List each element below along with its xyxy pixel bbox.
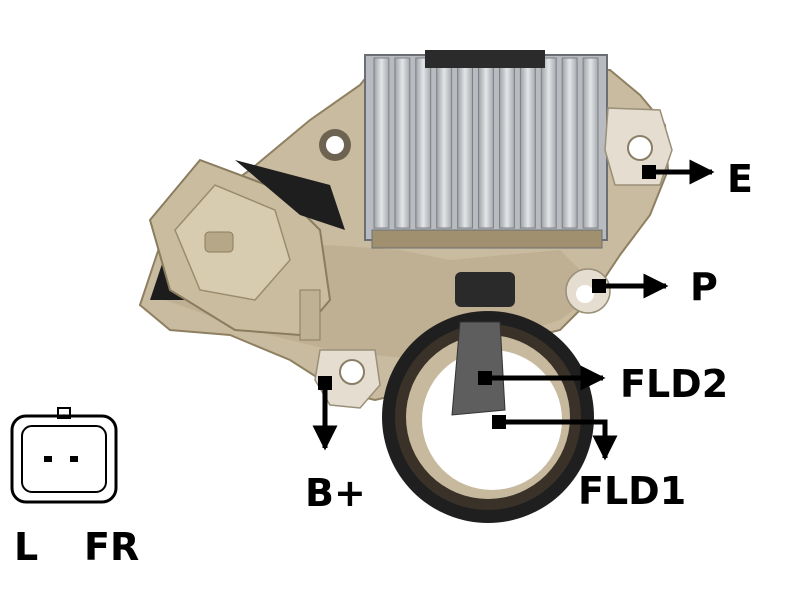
label-fld1: FLD1 bbox=[578, 469, 687, 513]
label-e: E bbox=[727, 157, 753, 201]
heat-sink-fin bbox=[582, 57, 599, 229]
heat-sink-top-block bbox=[425, 50, 545, 68]
callout-arrows bbox=[312, 159, 715, 461]
arrow-b-plus bbox=[312, 376, 338, 451]
arrow-fld2 bbox=[478, 365, 606, 391]
terminal-b-plus-boss bbox=[314, 349, 381, 409]
arrow-p bbox=[592, 273, 669, 299]
arrow-e bbox=[642, 159, 715, 185]
harness-connector bbox=[148, 158, 345, 341]
heat-sink-fin bbox=[436, 57, 453, 229]
heat-sink bbox=[364, 50, 608, 249]
heat-sink-fin bbox=[561, 57, 578, 229]
label-fld2: FLD2 bbox=[620, 362, 729, 406]
label-fr: FR bbox=[84, 525, 140, 569]
heat-sink-fin bbox=[394, 57, 411, 229]
heat-sink-fin bbox=[478, 57, 494, 229]
heat-sink-fin bbox=[499, 57, 515, 229]
brush-seal-ring bbox=[382, 272, 594, 523]
arrow-fld1 bbox=[492, 415, 618, 461]
heat-sink-fin bbox=[540, 57, 557, 229]
heat-sink-fin bbox=[457, 57, 474, 229]
mounting-hole-top bbox=[319, 129, 351, 161]
heat-sink-fin bbox=[519, 57, 536, 229]
heat-sink-fin bbox=[415, 57, 432, 229]
label-l: L bbox=[14, 525, 39, 569]
label-b-plus: B+ bbox=[305, 471, 366, 515]
two-pin-connector-icon bbox=[10, 407, 118, 504]
heat-sink-fin bbox=[373, 57, 390, 229]
label-p: P bbox=[690, 265, 718, 309]
